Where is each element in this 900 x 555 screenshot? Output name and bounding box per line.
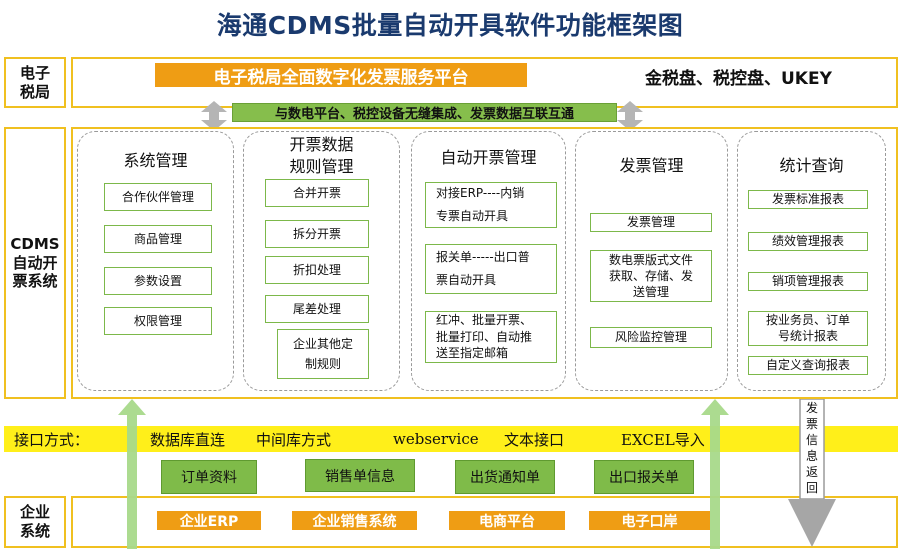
enterprise-system: 电子口岸 <box>589 511 710 530</box>
tax-bureau-label: 电子 税局 <box>4 57 66 108</box>
function-item: 自定义查询报表 <box>748 356 868 375</box>
function-item: 合并开票 <box>265 179 369 207</box>
module-title: 自动开票管理 <box>440 148 537 167</box>
enterprise-system: 企业ERP <box>157 511 261 530</box>
up-arrow-icon <box>118 399 146 549</box>
function-item: 绩效管理报表 <box>748 232 868 251</box>
function-item: 合作伙伴管理 <box>104 183 212 211</box>
tax-platform-bar: 电子税局全面数字化发票服务平台 <box>155 63 527 88</box>
invoice-return-text: 发 票 信 息 返 回 <box>805 401 818 495</box>
module-title: 发票管理 <box>619 156 684 175</box>
cdms-label: CDMS 自动开 票系统 <box>4 127 66 399</box>
function-item: 发票管理 <box>590 213 712 232</box>
function-item: 对接ERP----内销 专票自动开具 <box>425 182 557 228</box>
enterprise-label: 企业 系统 <box>4 496 66 548</box>
enterprise-system: 企业销售系统 <box>292 511 417 530</box>
up-arrow-icon <box>701 399 729 549</box>
interface-method: 数据库直连 <box>150 430 226 449</box>
double-arrow-icon <box>201 101 227 131</box>
page-title: 海通CDMS批量自动开具软件功能框架图 <box>216 11 684 40</box>
function-item: 红冲、批量开票、 批量打印、自动推 送至指定邮箱 <box>425 311 557 363</box>
function-item: 销项管理报表 <box>748 272 868 291</box>
function-item: 发票标准报表 <box>748 190 868 209</box>
function-item: 折扣处理 <box>265 256 369 284</box>
interface-method: webservice <box>393 430 479 448</box>
function-item: 商品管理 <box>104 225 212 253</box>
module-statistics <box>737 131 886 391</box>
module-system-management <box>77 131 234 391</box>
down-arrow-icon <box>788 399 836 547</box>
function-item: 参数设置 <box>104 267 212 295</box>
module-title: 开票数据 规则管理 <box>289 135 354 176</box>
function-item: 尾差处理 <box>265 295 369 323</box>
function-item: 数电票版式文件 获取、存储、发 送管理 <box>590 250 712 302</box>
module-title: 系统管理 <box>123 151 188 170</box>
tax-devices-text: 金税盘、税控盘、UKEY <box>645 69 832 89</box>
data-source-box: 订单资料 <box>161 460 257 494</box>
data-source-box: 出货通知单 <box>455 460 555 494</box>
function-item: 风险监控管理 <box>590 327 712 348</box>
function-item: 企业其他定 制规则 <box>277 329 369 379</box>
enterprise-system: 电商平台 <box>449 511 565 530</box>
double-arrow-icon <box>617 101 643 131</box>
interface-bar: 接口方式： 数据库直连 中间库方式 webservice 文本接口 EXCEL导… <box>4 426 898 452</box>
interface-method: EXCEL导入 <box>621 430 705 449</box>
function-item: 拆分开票 <box>265 220 369 248</box>
interface-method: 文本接口 <box>504 430 565 449</box>
integration-bar: 与数电平台、税控设备无缝集成、发票数据互联互通 <box>232 103 617 122</box>
function-item: 按业务员、订单 号统计报表 <box>748 311 868 346</box>
function-item: 报关单-----出口普 票自动开具 <box>425 244 557 294</box>
function-item: 权限管理 <box>104 307 212 335</box>
module-title: 统计查询 <box>779 156 844 175</box>
interface-label: 接口方式： <box>14 430 90 449</box>
data-source-box: 出口报关单 <box>594 460 694 494</box>
data-source-box: 销售单信息 <box>305 459 415 492</box>
interface-method: 中间库方式 <box>256 430 332 449</box>
